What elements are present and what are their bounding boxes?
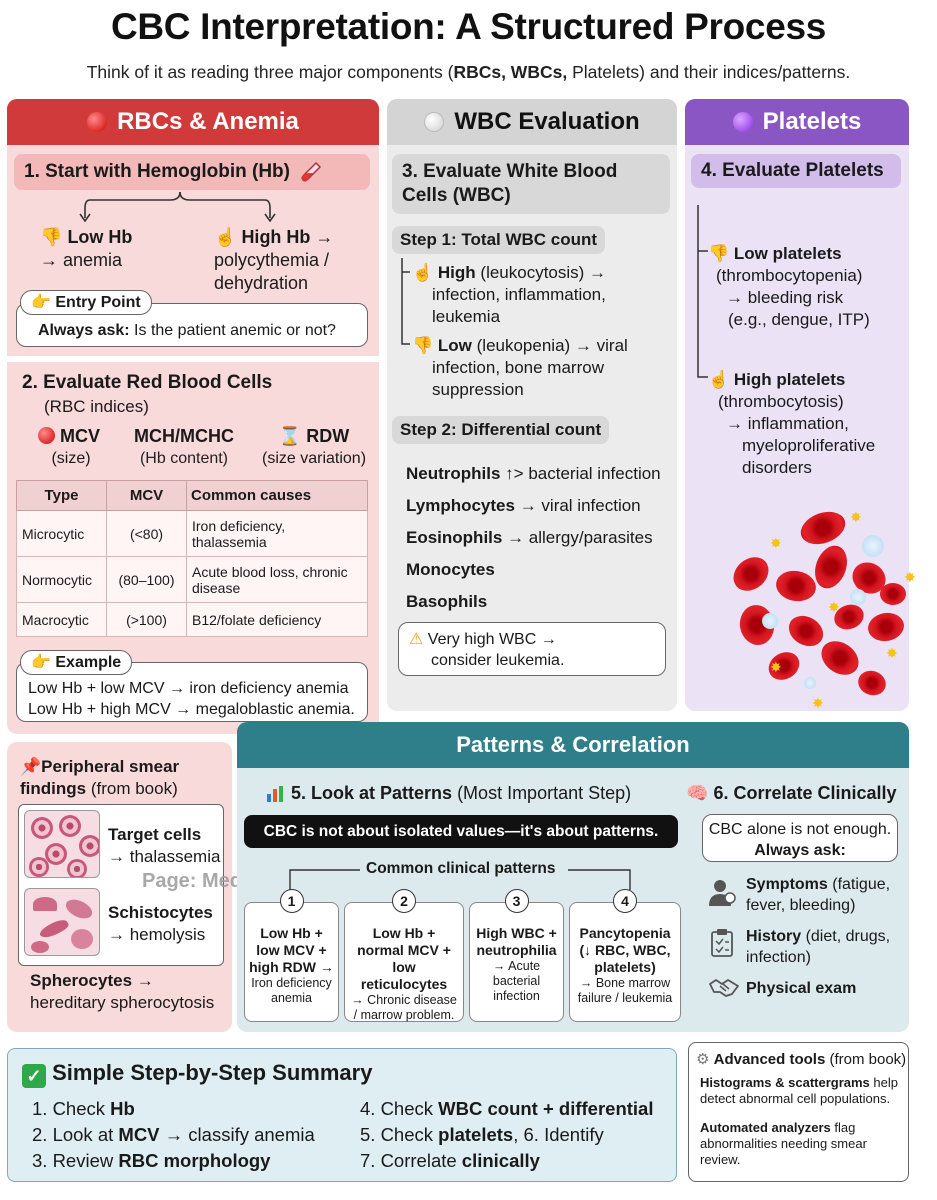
table-row: Microcytic (<80) Iron deficiency, thalas… [16,510,368,557]
mcv-index: MCV (size) [38,425,100,469]
rbc-step2: 2. Evaluate Red Blood Cells [22,372,273,393]
target-cells-text: Target cells→ thalassemia [108,825,221,866]
common-patterns-label: Common clinical patterns [366,860,556,877]
wbc-high-text: ☝ High (leukocytosis) → infection, infla… [412,263,607,326]
pointing-up-icon: ☝ [708,370,730,389]
blood-cells-illustration: ✸ ✸ ✸ ✸ ✸ ✸ ✸ [700,505,916,711]
wbc-step2: Step 2: Differential count [392,416,610,444]
summary-panel [7,1048,677,1182]
target-cells-image [24,810,100,878]
hb-branch-lines [79,191,276,222]
table-row: Normocytic (80–100) Acute blood loss, ch… [16,556,368,603]
page-subtitle: Think of it as reading three major compo… [86,62,851,82]
thumbs-down-icon: 👎 [412,336,434,355]
table-header-row: Type MCV Common causes [16,480,368,511]
platelet-branch-lines [697,205,708,378]
table-row: Macrocytic (>100) B12/folate deficiency [16,602,368,637]
handshake-icon [709,979,739,997]
red-circle-icon [38,427,55,444]
clipboard-icon [711,929,733,957]
pattern-card-4: 4 Pancytopenia (↓ RBC, WBC, platelets)→ … [569,889,681,1022]
list-item: 5. Check platelets, 6. Identify [360,1124,604,1145]
watermark: Page: MedG [142,870,258,892]
list-item: Lymphocytes → viral infection [406,496,641,515]
advanced-title: ⚙ Advanced tools (from book) [696,1051,907,1068]
summary-left-list: 1. Check Hb 2. Look at MCV → classify an… [32,1096,315,1174]
low-platelets-text: 👎 Low platelets (thrombocytopenia) → ble… [708,244,870,329]
warning-icon: ⚠ [409,631,424,648]
list-item: Neutrophils ↑> bacterial infection [406,464,661,483]
red-circle-icon [87,112,108,132]
check-mark-icon: ✓ [22,1064,46,1088]
bar-chart-icon [267,786,283,803]
pattern-card-3: 3 High WBC + neutrophilia→ Acute bacteri… [469,889,564,1022]
test-tube-icon [301,161,322,182]
person-icon [709,880,736,906]
thumbs-down-icon: 👎 [40,227,63,247]
pattern-card-2: 2 Low Hb + normal MCV + low reticulocyte… [344,889,464,1022]
wbc-low-text: 👎 Low (leukopenia) → viral infection, bo… [412,336,628,399]
low-hb-text: 👎 Low Hb → anemia [40,227,133,270]
example-label: 👉 Example [20,650,133,675]
spherocytes-text: Spherocytes →hereditary spherocytosis [30,971,215,1012]
patterns-header: Patterns & Correlation [237,722,909,768]
differential-list: Neutrophils ↑> bacterial infection Lymph… [406,458,661,618]
list-item: 3. Review RBC morphology [32,1150,271,1171]
summary-title: ✓ Simple Step-by-Step Summary [22,1060,372,1088]
rdw-index: ⌛ RDW (size variation) [262,426,367,467]
list-item: Monocytes [406,560,495,579]
list-item: 1. Check Hb [32,1098,135,1119]
summary-right-list: 4. Check WBC count + differential 5. Che… [360,1096,653,1174]
pushpin-icon: 📌 [20,757,42,776]
list-item: 2. Look at MCV → classify anemia [32,1124,315,1145]
rbc-indices-table: Type MCV Common causes Microcytic (<80) … [16,480,368,637]
platelets-step4: 4. Evaluate Platelets [691,154,901,188]
purple-circle-icon [732,112,753,132]
schistocytes-text: Schistocytes→ hemolysis [108,903,213,944]
pointing-up-icon: ☝ [214,227,237,247]
entry-point-ask: Always ask: Is the patient anemic or not… [38,322,336,339]
advanced-panel [688,1042,909,1182]
pointing-hand-icon: 👉 [31,294,51,311]
gear-icon: ⚙ [696,1051,710,1068]
patterns-banner: CBC is not about isolated values—it's ab… [244,815,678,848]
hourglass-icon: ⌛ [278,426,302,446]
page-title: CBC Interpretation: A Structured Process [110,6,827,47]
schistocytes-image [24,888,100,956]
smear-title: 📌Peripheral smear findings (from book) [20,757,180,798]
example-box [16,662,368,722]
pointing-hand-icon: 👉 [31,654,51,671]
wbc-step1: Step 1: Total WBC count [392,226,606,254]
patterns-connector-lines [289,869,631,890]
step6-title: 🧠 6. Correlate Clinically [686,783,897,803]
rbc-step2-sub: (RBC indices) [44,397,149,416]
thumbs-down-icon: 👎 [708,244,730,263]
list-item: 7. Correlate clinically [360,1150,540,1171]
high-hb-text: ☝ High Hb → polycythemia / dehydration [214,227,334,293]
entry-point-label: 👉 Entry Point [20,290,152,315]
pointing-up-icon: ☝ [412,263,434,282]
list-item: 4. Check WBC count + differential [360,1098,654,1119]
wbc-header: WBC Evaluation [387,99,677,145]
list-item: Basophils [406,592,488,611]
rbc-divider [7,356,379,362]
advanced-p1: Histograms & scattergrams help detect ab… [700,1075,898,1106]
platelets-panel [685,99,909,711]
step5-title: 5. Look at Patterns (Most Important Step… [266,782,631,805]
list-item: Eosinophils → allergy/parasites [406,528,653,547]
warning-box: ⚠ Very high WBC → consider leukemia. [398,622,666,676]
mch-index: MCH/MCHC (Hb content) [134,426,234,467]
advanced-p2: Automated analyzers flag abnormalities n… [700,1120,867,1167]
wbc-branch-lines [401,258,410,345]
platelets-header: Platelets [685,99,909,145]
rbc-header: RBCs & Anemia [7,99,379,145]
brain-icon: 🧠 [686,783,709,803]
white-circle-icon [424,112,445,132]
correlate-box: CBC alone is not enough. Always ask: [702,814,898,862]
high-platelets-text: ☝ High platelets (thrombocytosis) → infl… [708,370,876,477]
example-text: Low Hb + low MCV → iron deficiency anemi… [28,680,355,718]
rbc-step1: 1. Start with Hemoglobin (Hb) [14,154,370,190]
pattern-card-1: 1 Low Hb + low MCV + high RDW →Iron defi… [244,889,339,1022]
